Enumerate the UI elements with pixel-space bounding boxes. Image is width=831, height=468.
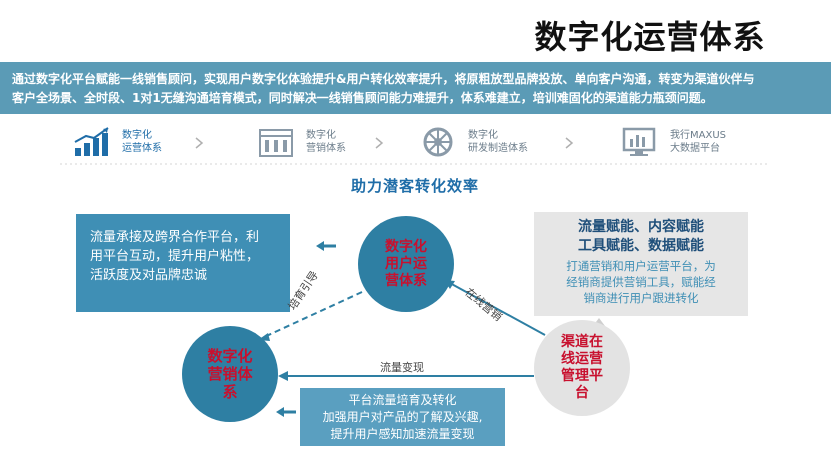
enablement-body-1: 打通营销和用户运营平台，为 — [566, 259, 716, 273]
conversion-line-3: 提升用户感知加速流量变现 — [330, 427, 475, 441]
page-title: 数字化运营体系 — [534, 18, 766, 56]
traffic-conversion-box: 平台流量培育及转化 加强用户对产品的了解及兴趣, 提升用户感知加速流量变现 — [300, 388, 505, 446]
system-label-3a: 数字化 — [468, 130, 498, 141]
circle-right-line-3: 管理平 — [561, 368, 603, 384]
platform-line-1: 流量承接及跨界合作平台，利 — [90, 230, 260, 245]
system-label-2a: 数字化 — [306, 130, 336, 141]
circle-left-line-3: 系 — [222, 383, 238, 401]
intro-banner: 通过数字化平台赋能一线销售顾问，实现用户数字化体验提升&用户转化效率提升，将原粗… — [0, 62, 831, 114]
system-rd: 数字化 研发制造体系 — [418, 122, 528, 162]
system-label-3b: 研发制造体系 — [468, 143, 528, 154]
platform-line-3: 活跃度及对品牌忠诚 — [90, 268, 208, 283]
enablement-body-2: 经销商提供营销工具，赋能经 — [566, 275, 716, 289]
platform-line-2: 用平台互动，提升用户粘性， — [90, 249, 260, 264]
diagram-subtitle: 助力潜客转化效率 — [350, 177, 479, 195]
system-label-1b: 运营体系 — [122, 143, 162, 154]
circle-left-line-2: 营销体 — [207, 365, 253, 383]
circle-right-line-4: 台 — [575, 385, 589, 401]
banner-line-1: 通过数字化平台赋能一线销售顾问，实现用户数字化体验提升&用户转化效率提升，将原粗… — [12, 72, 755, 86]
system-label-4b: 大数据平台 — [670, 143, 720, 154]
circle-left-line-1: 数字化 — [207, 347, 253, 365]
channel-platform-circle: 渠道在 线运营 管理平 台 — [534, 320, 630, 416]
platform-box: 流量承接及跨界合作平台，利 用平台互动，提升用户粘性， 活跃度及对品牌忠诚 — [76, 214, 290, 312]
monitor-icon — [622, 127, 656, 156]
marketing-circle: 数字化 营销体 系 — [182, 326, 278, 422]
system-operation: 数字化 运营体系 — [72, 122, 162, 162]
system-marketing: 数字化 营销体系 — [256, 122, 346, 162]
conversion-line-1: 平台流量培育及转化 — [348, 393, 457, 407]
user-operation-circle: 数字化 用户运 营体系 — [358, 216, 454, 312]
building-icon — [259, 129, 293, 157]
enablement-box: 流量赋能、内容赋能 工具赋能、数据赋能 打通营销和用户运营平台，为 经销商提供营… — [534, 212, 748, 316]
circle-top-line-1: 数字化 — [385, 238, 427, 255]
bar-chart-icon — [74, 127, 109, 156]
system-label-2b: 营销体系 — [306, 143, 346, 154]
circle-top-line-2: 用户运 — [385, 255, 427, 272]
system-bigdata: 我行MAXUS 大数据平台 — [620, 122, 726, 162]
circle-right-line-2: 线运营 — [561, 351, 603, 367]
system-label-1a: 数字化 — [122, 130, 152, 141]
banner-line-2: 客户全场景、全时段、1对1无缝沟通培育模式，同时解决一线销售顾问能力难提升，体系… — [12, 91, 713, 105]
circle-top-line-3: 营体系 — [385, 272, 427, 289]
circle-right-line-1: 渠道在 — [561, 334, 603, 350]
wheel-icon — [423, 127, 453, 157]
conversion-line-2: 加强用户对产品的了解及兴趣, — [322, 410, 483, 424]
enablement-body-3: 销商进行用户跟进转化 — [583, 291, 699, 305]
enablement-head-2: 工具赋能、数据赋能 — [578, 238, 704, 254]
system-label-4a: 我行MAXUS — [670, 130, 726, 141]
enablement-head-1: 流量赋能、内容赋能 — [578, 219, 704, 235]
traffic-monetize-label: 流量变现 — [380, 361, 424, 374]
